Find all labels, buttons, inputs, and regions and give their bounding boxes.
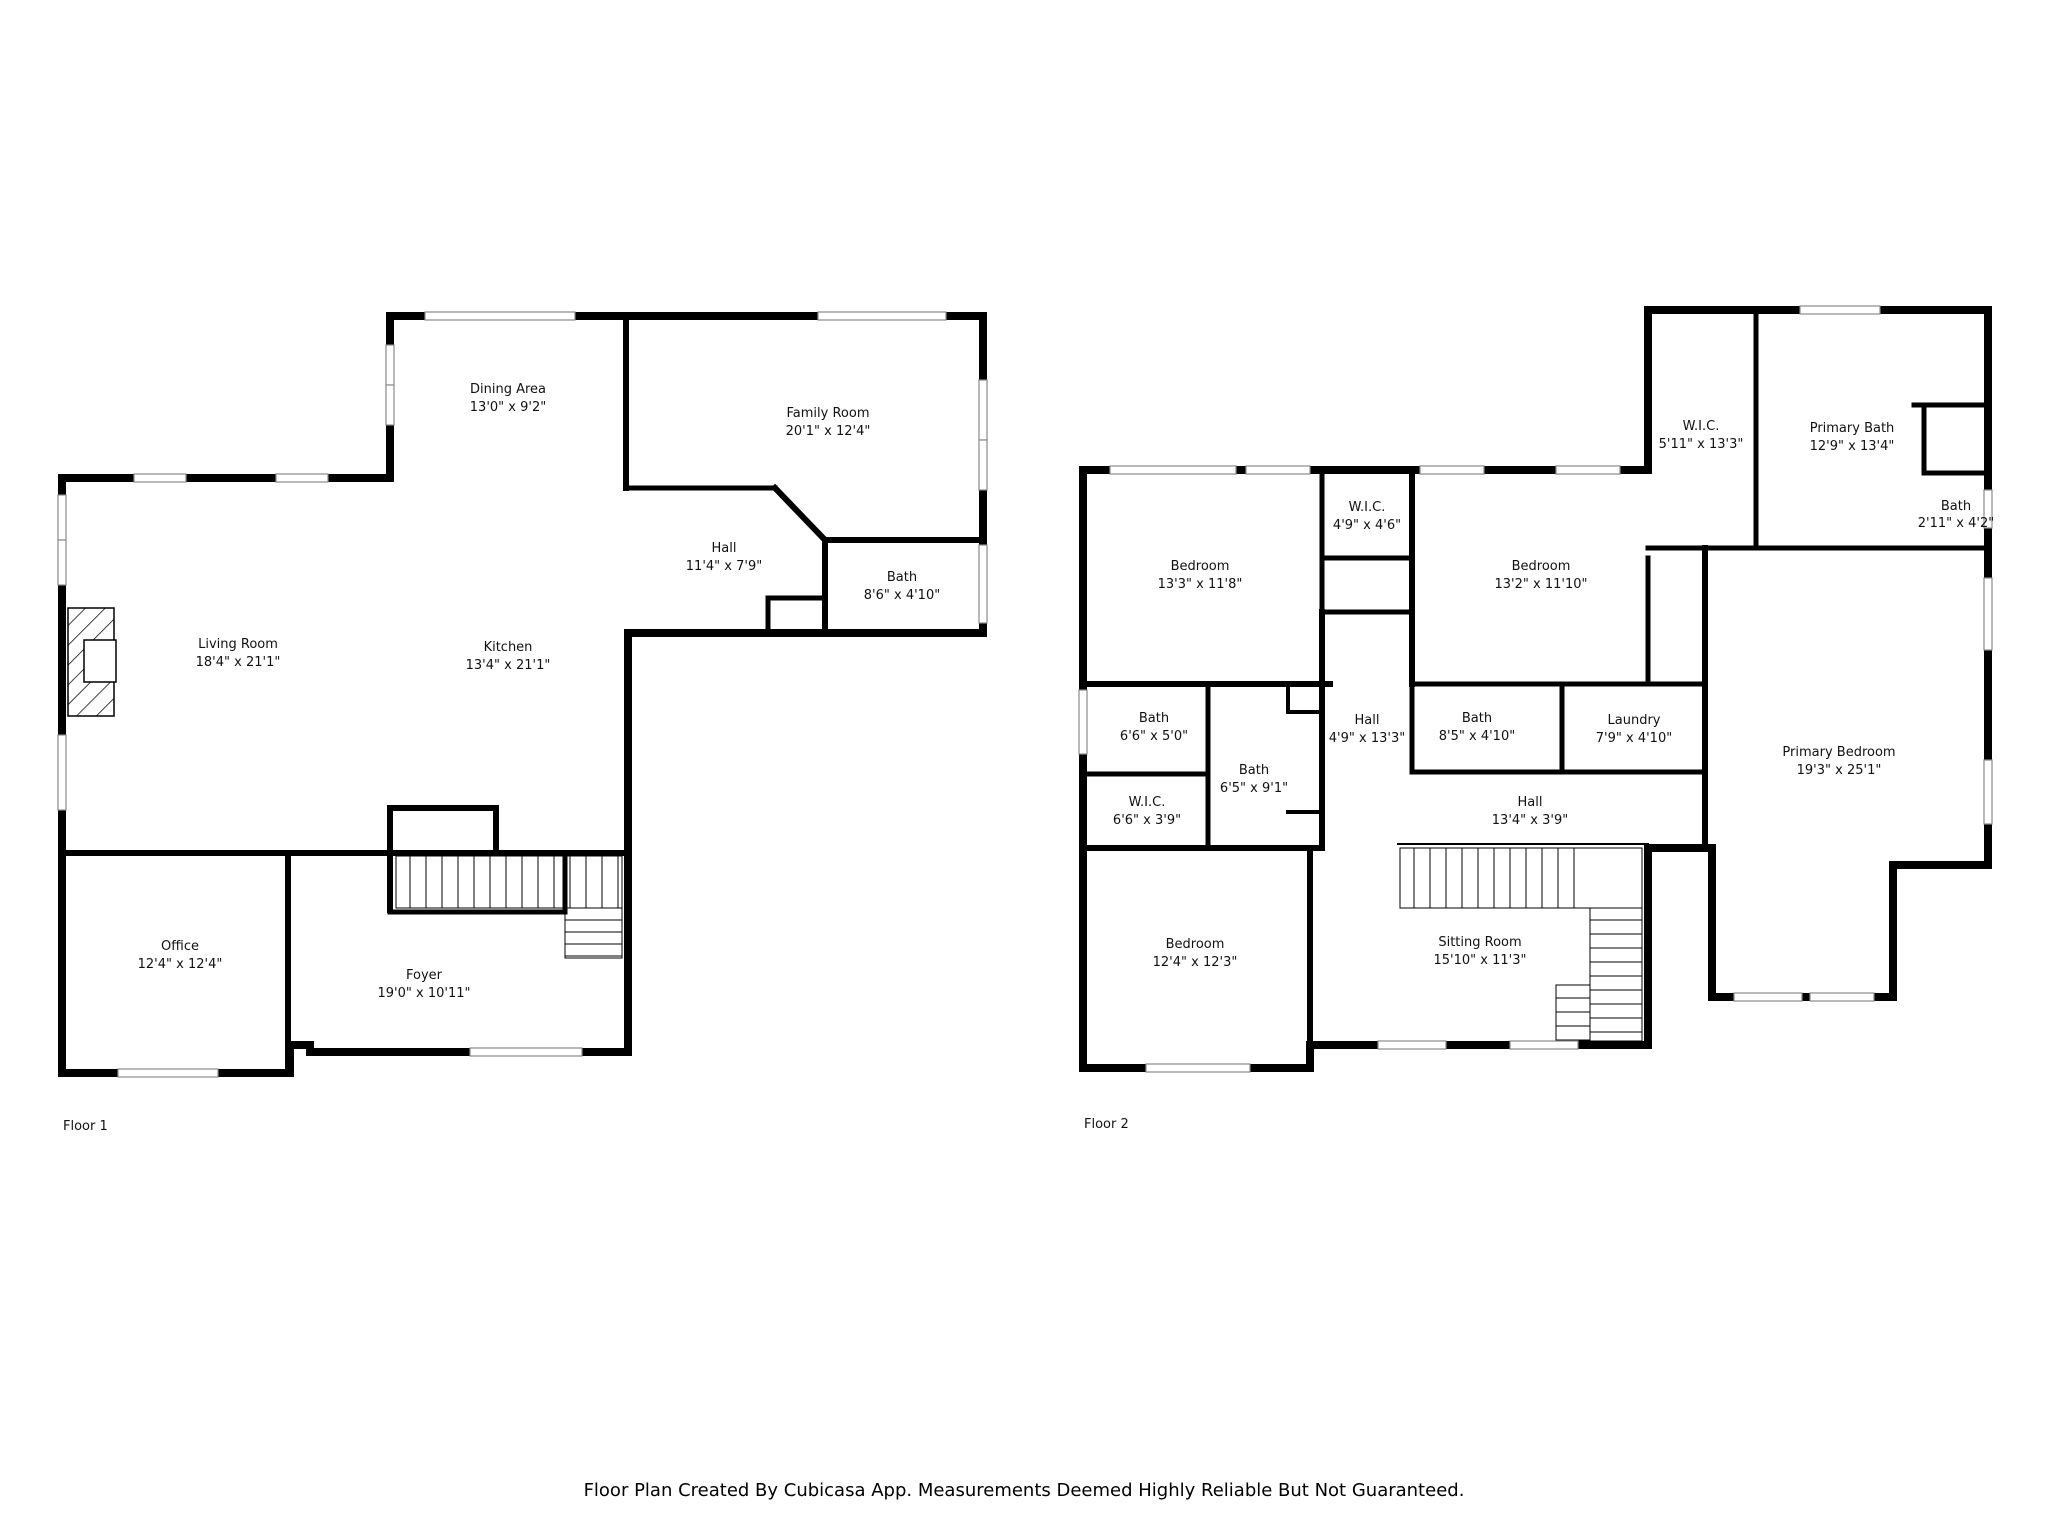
room-family-dims: 20'1" x 12'4" — [786, 424, 871, 439]
room-foyer-name: Foyer — [406, 968, 443, 983]
room-bath-w-dims: 6'6" x 5'0" — [1120, 729, 1188, 744]
floor-1-label: Floor 1 — [63, 1119, 108, 1134]
room-bath-center-dims: 6'5" x 9'1" — [1220, 781, 1288, 796]
floor-2-windows — [1078, 305, 1993, 1073]
footer-disclaimer: Floor Plan Created By Cubicasa App. Meas… — [583, 1480, 1465, 1501]
room-hall-vert-name: Hall — [1355, 713, 1380, 728]
room-wic-small-dims: 6'6" x 3'9" — [1113, 813, 1181, 828]
floor-1-plan: Dining Area 13'0" x 9'2" Family Room 20'… — [57, 311, 988, 1134]
room-wic-small-name: W.I.C. — [1129, 795, 1166, 810]
room-bath-dims: 8'6" x 4'10" — [864, 588, 940, 603]
room-bath-mid-dims: 8'5" x 4'10" — [1439, 729, 1515, 744]
room-bedroom-nw-name: Bedroom — [1171, 559, 1230, 574]
room-hall-name: Hall — [712, 541, 737, 556]
room-office-dims: 12'4" x 12'4" — [138, 957, 223, 972]
floor-1-walls — [58, 312, 987, 1077]
room-laundry-dims: 7'9" x 4'10" — [1596, 731, 1672, 746]
room-bath-small-dims: 2'11" x 4'2" — [1918, 516, 1994, 531]
room-primary-bath-name: Primary Bath — [1810, 421, 1895, 436]
fireplace — [67, 607, 117, 717]
room-bedroom-ne-name: Bedroom — [1512, 559, 1571, 574]
room-primary-bedroom-dims: 19'3" x 25'1" — [1797, 763, 1882, 778]
room-office-name: Office — [161, 939, 199, 954]
stairs-floor-1 — [395, 855, 623, 959]
floor-2-walls — [1079, 306, 1992, 1072]
room-bedroom-sw-name: Bedroom — [1166, 937, 1225, 952]
room-bath-name: Bath — [887, 570, 917, 585]
room-bath-w-name: Bath — [1139, 711, 1169, 726]
room-living-dims: 18'4" x 21'1" — [196, 655, 281, 670]
room-bedroom-sw-dims: 12'4" x 12'3" — [1153, 955, 1238, 970]
room-dining-dims: 13'0" x 9'2" — [470, 400, 546, 415]
room-wic-upper-dims: 4'9" x 4'6" — [1333, 518, 1401, 533]
room-bath-center-name: Bath — [1239, 763, 1269, 778]
room-foyer-dims: 19'0" x 10'11" — [378, 986, 471, 1001]
room-kitchen-name: Kitchen — [484, 640, 533, 655]
floor-1-windows — [57, 311, 988, 1078]
room-hall-dims: 11'4" x 7'9" — [686, 559, 762, 574]
room-wic-primary-dims: 5'11" x 13'3" — [1659, 437, 1744, 452]
room-primary-bedroom-name: Primary Bedroom — [1782, 745, 1895, 760]
room-hall-horiz-name: Hall — [1518, 795, 1543, 810]
room-hall-horiz-dims: 13'4" x 3'9" — [1492, 813, 1568, 828]
room-wic-upper-name: W.I.C. — [1349, 500, 1386, 515]
stairs-floor-2 — [1399, 847, 1643, 1042]
room-laundry-name: Laundry — [1608, 713, 1661, 728]
floor-2-label: Floor 2 — [1084, 1117, 1129, 1132]
room-dining-name: Dining Area — [470, 382, 546, 397]
room-bedroom-nw-dims: 13'3" x 11'8" — [1158, 577, 1243, 592]
room-primary-bath-dims: 12'9" x 13'4" — [1810, 439, 1895, 454]
room-living-name: Living Room — [198, 637, 278, 652]
room-sitting-name: Sitting Room — [1438, 935, 1521, 950]
room-kitchen-dims: 13'4" x 21'1" — [466, 658, 551, 673]
floor-2-plan: W.I.C. 5'11" x 13'3" Primary Bath 12'9" … — [1078, 305, 1994, 1132]
room-bath-small-name: Bath — [1941, 499, 1971, 514]
room-family-name: Family Room — [787, 406, 870, 421]
room-sitting-dims: 15'10" x 11'3" — [1434, 953, 1527, 968]
room-wic-primary-name: W.I.C. — [1683, 419, 1720, 434]
room-hall-vert-dims: 4'9" x 13'3" — [1329, 731, 1405, 746]
room-bath-mid-name: Bath — [1462, 711, 1492, 726]
room-bedroom-ne-dims: 13'2" x 11'10" — [1495, 577, 1588, 592]
